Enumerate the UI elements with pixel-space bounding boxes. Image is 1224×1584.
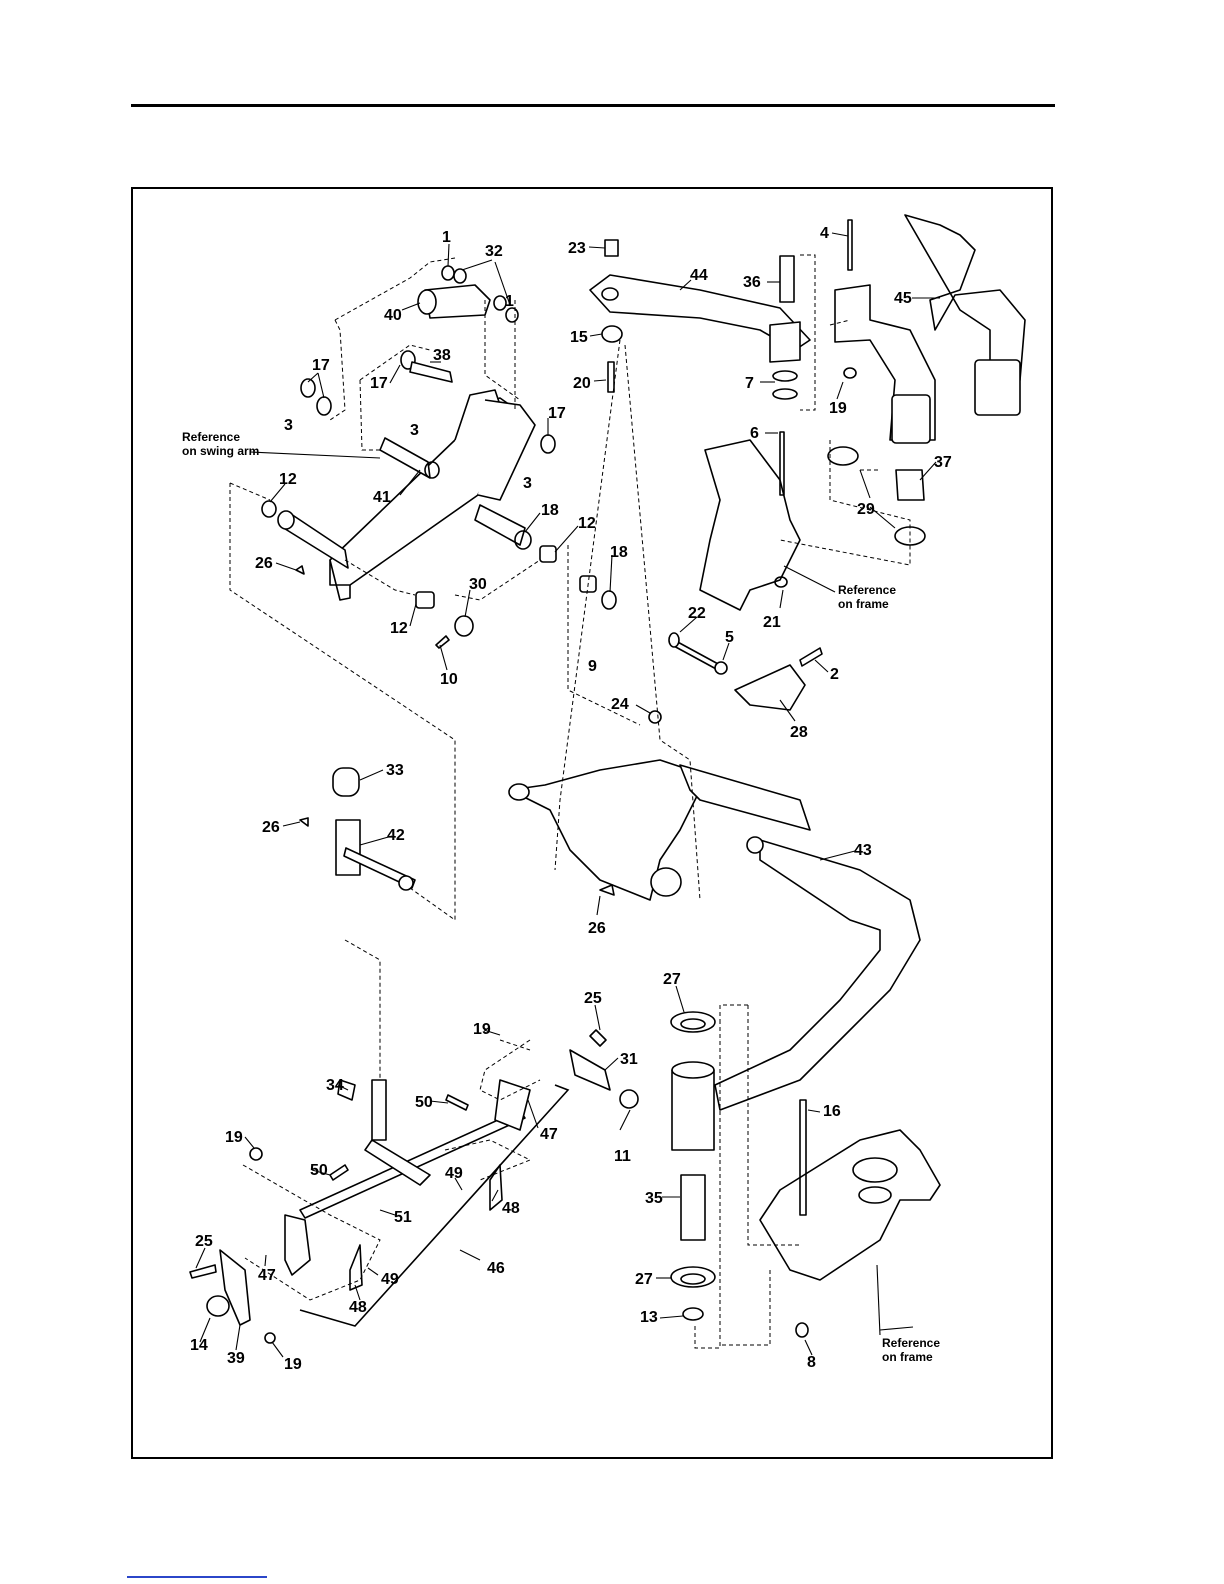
- linkage-46: [190, 1030, 638, 1343]
- callout-49a: 49: [445, 1165, 463, 1182]
- callout-45: 45: [894, 290, 912, 307]
- callout-6: 6: [750, 425, 759, 442]
- callout-2: 2: [830, 666, 839, 683]
- callout-43: 43: [854, 842, 872, 859]
- lift-arm-44: [590, 240, 810, 392]
- callout-23: 23: [568, 240, 586, 257]
- ref-frame-upper-line1: Reference: [838, 583, 896, 597]
- callout-5: 5: [725, 629, 734, 646]
- callout-11: 11: [614, 1148, 631, 1165]
- callout-49b: 49: [381, 1271, 399, 1288]
- callout-44: 44: [690, 267, 708, 284]
- callout-40: 40: [384, 307, 402, 324]
- callout-21: 21: [763, 614, 781, 631]
- callout-18a: 18: [541, 502, 559, 519]
- callout-50a: 50: [415, 1094, 433, 1111]
- callout-22: 22: [688, 605, 706, 622]
- callout-27b: 27: [635, 1271, 653, 1288]
- callout-37: 37: [934, 454, 952, 471]
- callout-20: 20: [573, 375, 591, 392]
- callout-29: 29: [857, 501, 875, 518]
- callout-38: 38: [433, 347, 451, 364]
- callout-48b: 48: [349, 1299, 367, 1316]
- callout-35: 35: [645, 1190, 663, 1207]
- callout-19d: 19: [284, 1356, 302, 1373]
- callout-47a: 47: [540, 1126, 558, 1143]
- callout-16: 16: [823, 1103, 841, 1120]
- callout-33: 33: [386, 762, 404, 779]
- frame-bracket-lower: [760, 1100, 940, 1337]
- main-axle-43: [509, 760, 920, 1110]
- callout-1b: 1: [505, 293, 514, 310]
- ref-swing-arm-line2: on swing arm: [182, 444, 259, 458]
- callout-32: 32: [485, 243, 503, 260]
- callout-12b: 12: [578, 515, 596, 532]
- callout-7: 7: [745, 375, 754, 392]
- callout-31: 31: [620, 1051, 638, 1068]
- adjust-hardware: [649, 633, 822, 723]
- frame-bracket-upper: [700, 432, 800, 610]
- callout-14: 14: [190, 1337, 208, 1354]
- callout-42: 42: [387, 827, 405, 844]
- callout-34: 34: [326, 1077, 344, 1094]
- callout-36: 36: [743, 274, 761, 291]
- callout-27a: 27: [663, 971, 681, 988]
- spacer-36: [770, 256, 800, 399]
- callout-18b: 18: [610, 544, 628, 561]
- callout-10: 10: [440, 671, 458, 688]
- callout-28: 28: [790, 724, 808, 741]
- callout-25b: 25: [195, 1233, 213, 1250]
- callout-47b: 47: [258, 1267, 276, 1284]
- callout-50b: 50: [310, 1162, 328, 1179]
- callout-19b: 19: [473, 1021, 491, 1038]
- callout-51: 51: [394, 1209, 412, 1226]
- callout-12c: 12: [390, 620, 408, 637]
- callout-48a: 48: [502, 1200, 520, 1217]
- ref-swing-arm-line1: Reference: [182, 430, 240, 444]
- callout-19c: 19: [225, 1129, 243, 1146]
- callout-19a: 19: [829, 400, 847, 417]
- callout-26c: 26: [588, 920, 606, 937]
- callout-17a: 17: [312, 357, 330, 374]
- callout-17c: 17: [548, 405, 566, 422]
- callout-15: 15: [570, 329, 588, 346]
- callout-1a: 1: [442, 229, 451, 246]
- callout-4: 4: [820, 225, 829, 242]
- ref-frame-lower-line1: Reference: [882, 1336, 940, 1350]
- callout-13: 13: [640, 1309, 658, 1326]
- block-40: [418, 266, 518, 322]
- callout-41: 41: [373, 489, 391, 506]
- callout-17b: 17: [370, 375, 388, 392]
- callout-3b: 3: [410, 422, 419, 439]
- swing-arm-41: [278, 390, 535, 600]
- callout-25a: 25: [584, 990, 602, 1007]
- footer-link-underline[interactable]: [127, 1576, 267, 1578]
- callout-12a: 12: [279, 471, 297, 488]
- callout-3c: 3: [523, 475, 532, 492]
- callout-39: 39: [227, 1350, 245, 1367]
- ref-frame-lower-line2: on frame: [882, 1350, 933, 1364]
- spindle-housing: [671, 1012, 715, 1320]
- bracket-46-line: [300, 1085, 568, 1326]
- callout-46: 46: [487, 1260, 505, 1277]
- lift-lever-45: [828, 215, 1025, 545]
- callout-8: 8: [807, 1354, 816, 1371]
- callout-3a: 3: [284, 417, 293, 434]
- callout-26b: 26: [262, 819, 280, 836]
- callout-9: 9: [588, 658, 597, 675]
- ref-frame-upper-line2: on frame: [838, 597, 889, 611]
- callout-26a: 26: [255, 555, 273, 572]
- callout-30: 30: [469, 576, 487, 593]
- callout-24: 24: [611, 696, 629, 713]
